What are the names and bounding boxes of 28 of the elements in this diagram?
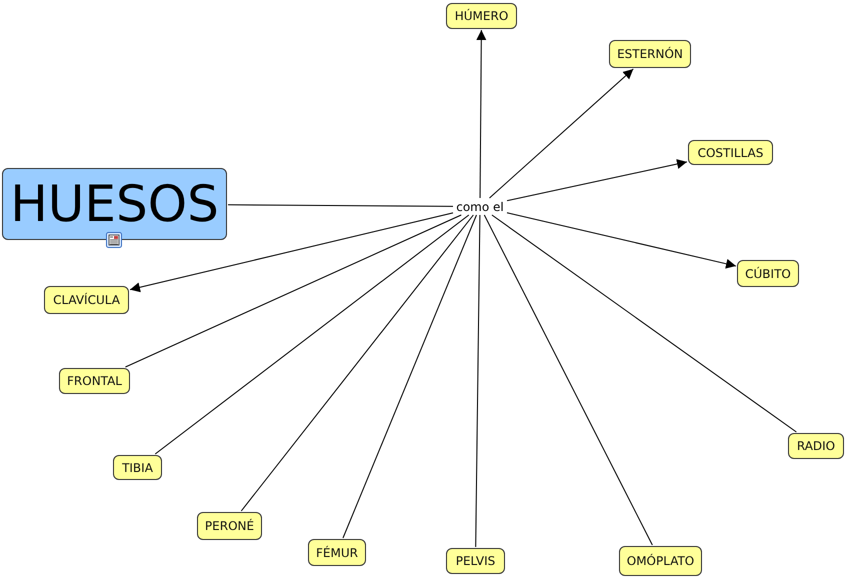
concept-box: PELVIS: [446, 548, 505, 574]
concept-box: HÚMERO: [446, 3, 517, 29]
connector-line: [124, 214, 462, 368]
connector-line: [491, 214, 797, 432]
concept-box: FÉMUR: [308, 539, 366, 566]
concept-box: PERONÉ: [197, 512, 262, 540]
connector-line: [484, 214, 653, 546]
connector-line: [228, 204, 454, 207]
concept-box: OMÓPLATO: [619, 546, 702, 576]
concept-box: RADIO: [788, 433, 844, 459]
arrow: [130, 212, 454, 292]
concept-box: TIBIA: [113, 455, 162, 480]
connector-line: [240, 214, 474, 512]
connector-line: [154, 214, 470, 454]
concept-box: CLAVÍCULA: [44, 286, 129, 314]
concept-box: CÚBITO: [737, 260, 799, 287]
concept-box: COSTILLAS: [688, 140, 773, 165]
concept-box: FRONTAL: [59, 368, 130, 394]
arrow: [506, 212, 736, 269]
connector-line: [475, 214, 480, 548]
concept-box: [2, 168, 227, 240]
connector-line: [342, 214, 477, 538]
arrow: [488, 68, 634, 198]
arrow: [506, 159, 688, 202]
concept-label: HUESOS: [10, 175, 219, 233]
linking-phrase: como el: [454, 199, 506, 214]
concept-box: ESTERNÓN: [609, 40, 691, 68]
arrow: [476, 30, 486, 198]
